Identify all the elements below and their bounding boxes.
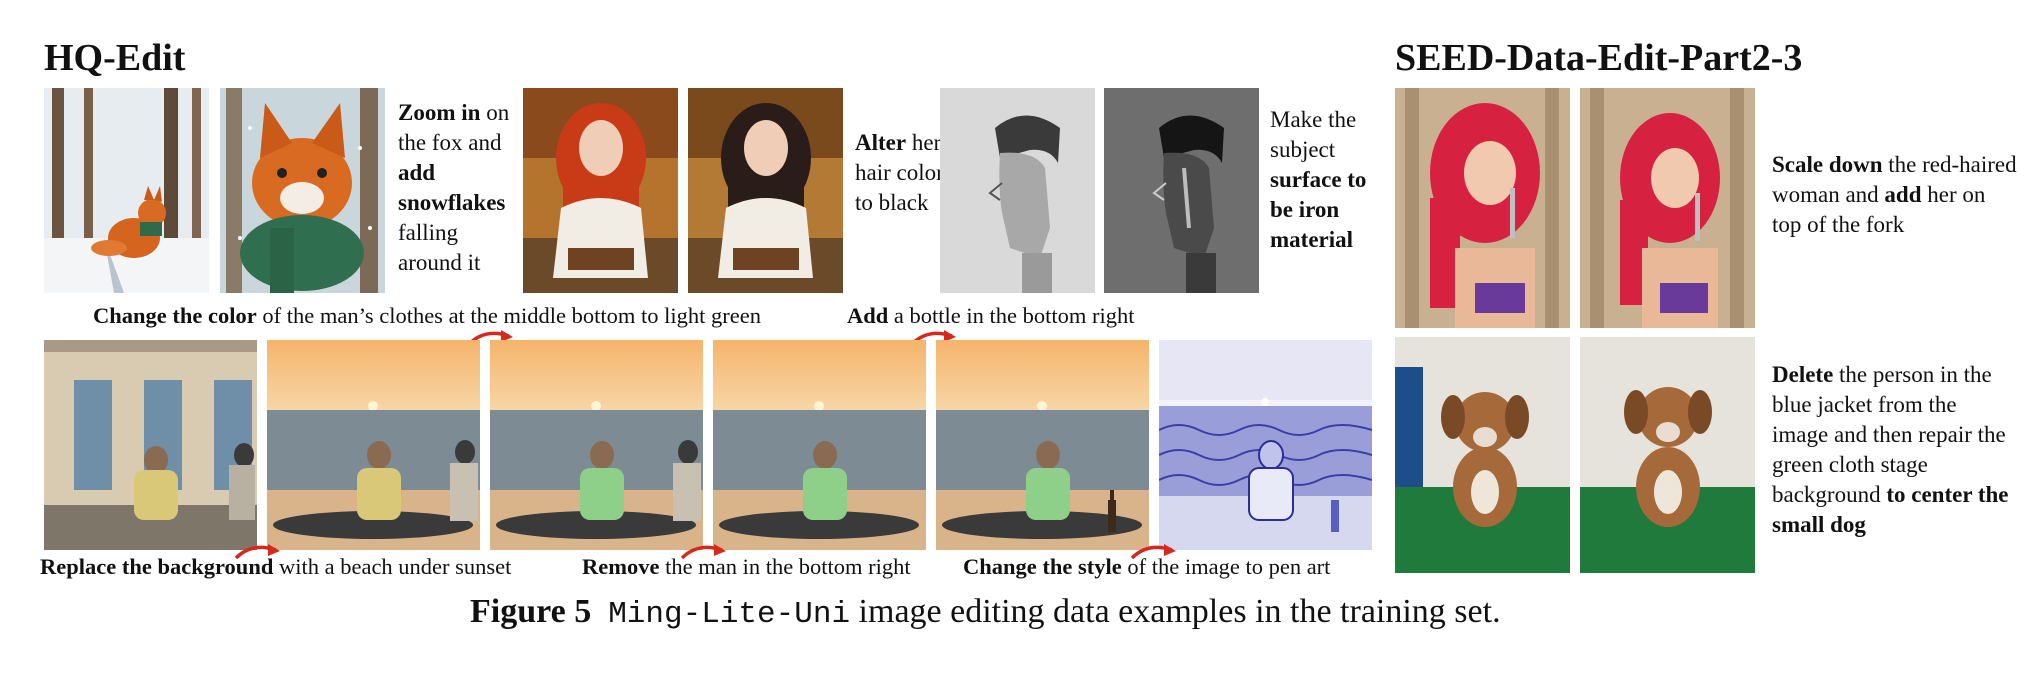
man-in-green-shirt-alone-image [713,340,926,550]
delete-person-instruction: Delete the person in the blue jacket fro… [1772,362,2009,537]
red-haired-woman-with-fork-image [1395,88,1570,328]
dog-and-person-in-blue-jacket-image [1395,337,1570,573]
fox-in-snowy-forest-image [44,88,209,293]
smaller-red-haired-woman-image [1580,88,1755,328]
male-portrait-sketch-image [940,88,1095,293]
two-men-on-sunset-beach-image [267,340,480,550]
seed-data-edit-heading: SEED-Data-Edit-Part2-3 [1395,37,1803,79]
change-color-caption: Change the color of the man’s clothes at… [93,303,762,328]
change-style-caption: Change the style of the image to pen art [963,554,1331,579]
alter-hair-instruction: Alter her hair color to black [855,130,944,215]
man-with-bottle-beach-image [936,340,1149,550]
centered-small-dog-image [1580,337,1755,573]
pen-art-beach-image [1159,340,1372,550]
remove-man-caption: Remove the man in the bottom right [582,554,911,579]
hq-edit-heading: HQ-Edit [44,37,186,79]
add-bottle-caption: Add a bottle in the bottom right [847,303,1135,328]
replace-background-caption: Replace the background with a beach unde… [40,554,512,579]
red-haired-woman-reading-image [523,88,678,293]
black-haired-woman-reading-image [688,88,843,293]
edit-arrow-icon [1130,544,1176,560]
man-in-green-shirt-beach-image [490,340,703,550]
figure-label: Figure 5 [470,593,592,630]
figure-caption-text: image editing data examples in the train… [850,593,1501,630]
model-name: Ming-Lite-Uni [608,597,851,632]
scale-down-instruction: Scale down the red-haired woman and add … [1772,152,2017,237]
zoom-fox-instruction: Zoom in on the fox and add snowflakes fa… [398,100,510,275]
man-sitting-by-blue-doors-image [44,340,257,550]
iron-material-instruction: Make the subject surface to be iron mate… [1270,107,1367,252]
edit-arrow-icon [680,544,726,560]
edit-arrow-icon [234,544,280,560]
zoomed-fox-with-snowflakes-image [220,88,385,293]
male-portrait-iron-image [1104,88,1259,293]
figure-caption: Figure 5 Ming-Lite-Uni image editing dat… [470,592,1501,635]
